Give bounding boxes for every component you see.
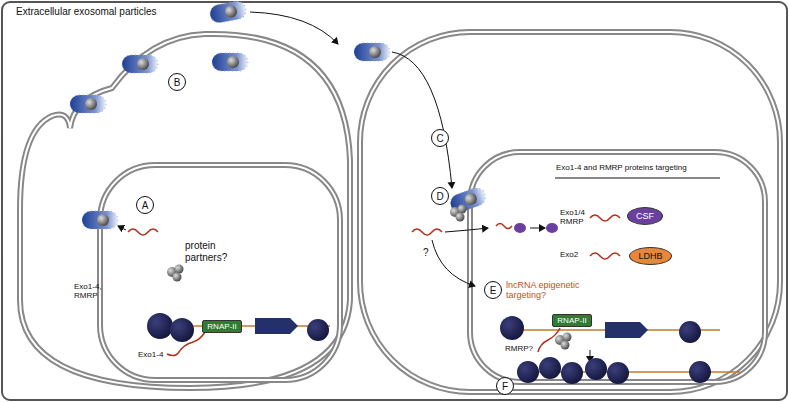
- node-text: A: [142, 200, 149, 211]
- annotation-label: Exo1-4 and RMRP proteins targeting: [556, 163, 687, 172]
- node-text: F: [502, 381, 508, 392]
- polymerase-box: RNAP-II: [552, 314, 592, 327]
- node-text: RNAP-II: [557, 316, 586, 325]
- node-text: B: [174, 77, 181, 88]
- node-text: RNAP-II: [207, 322, 236, 331]
- annotation-label: Exo1-4, RMRP: [74, 282, 114, 300]
- node-text: CSF: [636, 211, 654, 221]
- node-text: LDHB: [638, 251, 662, 261]
- annotation-label: protein partners?: [185, 240, 245, 263]
- callout-letter: D: [431, 187, 449, 205]
- polymerase-box: RNAP-II: [202, 320, 242, 333]
- annotation-label: lncRNA epigenetic targeting?: [506, 280, 606, 301]
- protein-ellipse: LDHB: [629, 247, 672, 265]
- callout-letter: A: [136, 196, 154, 214]
- annotation-label: ?: [423, 247, 429, 259]
- protein-ellipse: CSF: [627, 207, 663, 225]
- annotation-label: Exo2: [560, 250, 578, 259]
- callout-letter: F: [496, 377, 514, 395]
- callout-letter: E: [484, 281, 502, 299]
- node-text: C: [436, 133, 443, 144]
- callout-letter: C: [431, 129, 449, 147]
- annotation-label: Extracellular exosomal particles: [16, 6, 157, 18]
- annotation-label: Exo1-4: [138, 350, 163, 359]
- node-text: E: [490, 285, 497, 296]
- annotation-label: RMRP?: [505, 344, 533, 353]
- annotation-label: Exo1/4 RMRP: [560, 208, 594, 226]
- node-text: D: [436, 191, 443, 202]
- callout-letter: B: [168, 73, 186, 91]
